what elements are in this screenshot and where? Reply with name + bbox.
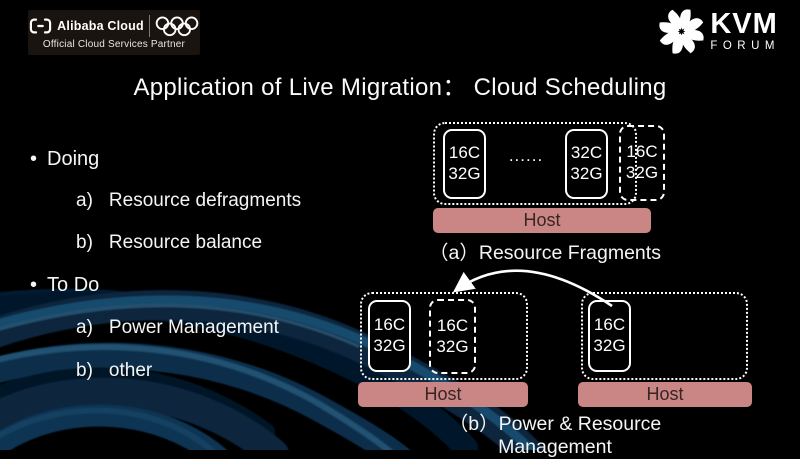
vm-cpu: 16C <box>448 143 481 163</box>
bullet-to-do: • To Do <box>30 274 99 297</box>
alibaba-partner-badge: Alibaba Cloud Official Cloud Services Pa… <box>28 10 200 55</box>
bullet-glyph: • <box>30 148 38 170</box>
olympic-rings-icon <box>155 16 199 36</box>
section-label-doing: Doing <box>47 148 100 170</box>
list-item-other: b) other <box>76 360 152 382</box>
vm-mem: 32G <box>436 336 469 356</box>
vm-mem: 32G <box>625 163 659 182</box>
bullet-glyph: • <box>30 274 38 296</box>
badge-divider <box>148 15 150 37</box>
vm-a-16c32g: 16C 32G <box>443 129 486 199</box>
item-marker: a) <box>76 317 93 338</box>
item-marker: b) <box>76 360 93 381</box>
vm-a-16c32g-fragment-dashed: 16C 32G <box>619 125 665 201</box>
alibaba-brand-name: Alibaba Cloud <box>57 19 144 33</box>
kvm-forum-subtitle: FORUM <box>710 40 780 53</box>
vm-ellipsis: ...... <box>508 146 544 165</box>
kvm-logo-text: KVM FORUM <box>710 10 780 53</box>
list-item-resource-balance: b) Resource balance <box>76 232 262 254</box>
kvm-pinwheel-icon <box>659 9 704 54</box>
host-b-left-capacity-box <box>360 292 528 380</box>
vm-a-32c32g: 32C 32G <box>565 129 608 199</box>
caption-b: （b）Power & Resource Management <box>448 413 662 458</box>
caption-a: （a）Resource Fragments <box>429 242 661 264</box>
vm-cpu: 16C <box>593 315 626 335</box>
item-text: Resource balance <box>108 232 263 253</box>
host-b-left-bar: Host <box>358 382 528 407</box>
kvm-forum-logo: KVM FORUM <box>658 8 780 55</box>
list-item-resource-defragments: a) Resource defragments <box>76 190 301 212</box>
vm-mem: 32G <box>448 164 481 183</box>
section-label-to-do: To Do <box>47 274 100 296</box>
item-text: Resource defragments <box>108 190 302 211</box>
vm-mem: 32G <box>593 336 626 355</box>
vm-mem: 32G <box>373 336 406 355</box>
host-b-right-bar: Host <box>578 382 752 407</box>
vm-cpu: 16C <box>626 142 658 162</box>
vm-b-right-16c32g: 16C 32G <box>588 300 631 372</box>
vm-cpu: 16C <box>436 315 469 335</box>
host-b-right-capacity-box <box>581 292 748 380</box>
page-title: Application of Live Migration： Cloud Sch… <box>133 74 667 101</box>
item-marker: a) <box>76 190 93 211</box>
item-text: other <box>108 360 153 381</box>
item-text: Power Management <box>108 317 279 338</box>
host-a-capacity-box <box>433 122 637 205</box>
host-a-bar: Host <box>433 208 651 233</box>
vm-cpu: 16C <box>373 315 406 335</box>
item-marker: b) <box>76 232 93 253</box>
bullet-doing: • Doing <box>30 148 99 171</box>
vm-mem: 32G <box>570 164 603 183</box>
alibaba-badge-row: Alibaba Cloud <box>29 15 199 37</box>
vm-cpu: 32C <box>570 143 603 163</box>
vm-b-left-16c32g-incoming-dashed: 16C 32G <box>429 299 476 374</box>
list-item-power-management: a) Power Management <box>76 317 279 339</box>
partner-subtitle: Official Cloud Services Partner <box>42 39 186 50</box>
kvm-name: KVM <box>710 8 778 41</box>
alibaba-cloud-logo-icon <box>30 18 52 34</box>
vm-b-left-16c32g: 16C 32G <box>368 300 411 372</box>
